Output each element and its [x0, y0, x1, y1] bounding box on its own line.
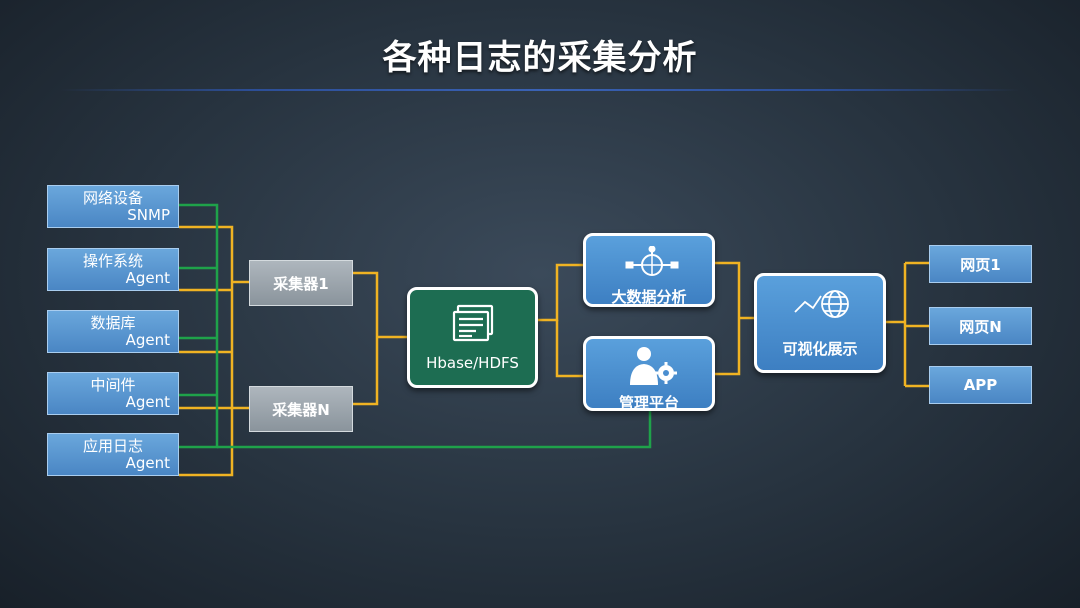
source-application-log: 应用日志 Agent — [47, 433, 179, 476]
page-title: 各种日志的采集分析 — [382, 38, 698, 78]
module-visualization: 可视化展示 — [754, 273, 886, 373]
module-visual-connectors — [714, 261, 755, 376]
source-protocol: Agent — [125, 269, 170, 287]
management-label: 管理平台 — [618, 394, 679, 412]
collector-n: 采集器N — [249, 386, 353, 432]
source-protocol: Agent — [125, 454, 170, 472]
storage-module-connectors — [538, 263, 584, 378]
source-label: 操作系统 — [82, 252, 143, 270]
source-protocol: Agent — [125, 331, 170, 349]
source-operating-system: 操作系统 Agent — [47, 248, 179, 291]
output-web-n: 网页N — [929, 307, 1032, 345]
source-label: 中间件 — [90, 376, 136, 394]
output-app: APP — [929, 366, 1032, 404]
source-middleware: 中间件 Agent — [47, 372, 179, 415]
source-network-device: 网络设备 SNMP — [47, 185, 179, 228]
source-protocol: Agent — [125, 393, 170, 411]
person-gear-icon — [630, 347, 677, 385]
storage-label: Hbase/HDFS — [426, 354, 519, 372]
source-label: 数据库 — [90, 314, 136, 332]
source-collector-connectors — [179, 225, 249, 477]
storage-hbase-hdfs: Hbase/HDFS — [407, 287, 538, 388]
output-web-1: 网页1 — [929, 245, 1032, 283]
source-label: 网络设备 — [82, 189, 143, 207]
collector-1: 采集器1 — [249, 260, 353, 306]
source-database: 数据库 Agent — [47, 310, 179, 353]
server-document-icon — [452, 304, 494, 342]
management-connectors — [179, 203, 652, 449]
module-management-platform: 管理平台 — [583, 336, 715, 412]
source-protocol: SNMP — [127, 206, 170, 224]
collector-storage-connectors — [353, 271, 407, 406]
analysis-label: 大数据分析 — [611, 288, 687, 306]
title-divider — [60, 89, 1020, 91]
network-globe-icon — [625, 246, 679, 276]
visualization-label: 可视化展示 — [782, 340, 858, 358]
chart-globe-icon — [794, 290, 849, 318]
visual-output-connectors — [886, 261, 929, 388]
source-label: 应用日志 — [82, 437, 143, 455]
module-big-data-analysis: 大数据分析 — [583, 233, 715, 307]
